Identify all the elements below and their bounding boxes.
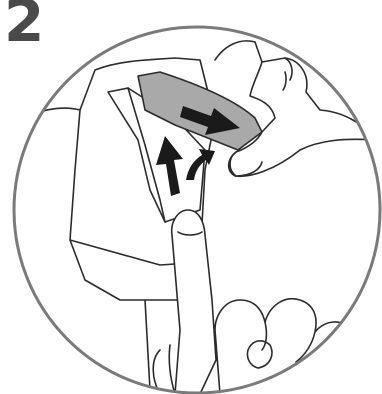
lower-hand <box>215 299 352 394</box>
device-contour-left <box>20 108 80 120</box>
pointing-finger <box>172 210 216 394</box>
